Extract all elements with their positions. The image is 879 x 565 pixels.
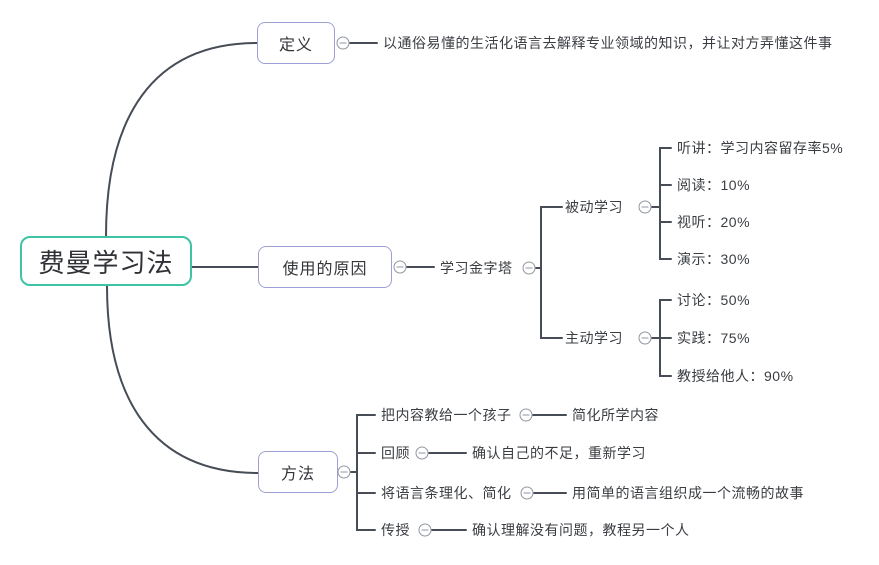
collapse-icon-step1[interactable] xyxy=(519,408,533,422)
bracket-fangfa xyxy=(356,414,376,531)
topic-yuedu[interactable]: 阅读：10% xyxy=(677,177,751,193)
shiyong-label: 使用的原因 xyxy=(282,261,368,278)
collapse-icon-jinzita[interactable] xyxy=(522,261,536,275)
topic-step3[interactable]: 将语言条理化、简化 xyxy=(381,485,512,501)
topic-beidong[interactable]: 被动学习 xyxy=(565,199,623,215)
dingyi-label: 定义 xyxy=(278,37,313,54)
collapse-icon-zhudong[interactable] xyxy=(638,331,652,345)
bracket-zhudong xyxy=(659,299,672,377)
curve-root-to-dingyi xyxy=(105,42,258,237)
collapse-icon-fangfa[interactable] xyxy=(337,465,351,479)
bracket-beidong xyxy=(659,147,672,260)
collapse-icon-step2[interactable] xyxy=(415,446,429,460)
topic-taolun[interactable]: 讨论：50% xyxy=(677,292,751,308)
topic-jiaoshou[interactable]: 教授给他人：90% xyxy=(677,368,794,384)
topic-step1[interactable]: 把内容教给一个孩子 xyxy=(381,407,512,423)
topic-shijian[interactable]: 实践：75% xyxy=(677,330,751,346)
node-dingyi[interactable]: 定义 xyxy=(257,22,335,64)
topic-dingyi-note[interactable]: 以通俗易懂的生活化语言去解释专业领域的知识，并让对方弄懂这件事 xyxy=(383,35,833,51)
bracket-jinzita xyxy=(540,206,563,339)
topic-step3-note[interactable]: 用简单的语言组织成一个流畅的故事 xyxy=(572,485,804,501)
collapse-icon-step4[interactable] xyxy=(418,523,432,537)
topic-zhudong[interactable]: 主动学习 xyxy=(565,330,623,346)
topic-step4-note[interactable]: 确认理解没有问题，教程另一个人 xyxy=(472,522,690,538)
topic-step4[interactable]: 传授 xyxy=(381,522,410,538)
fangfa-label: 方法 xyxy=(280,466,315,483)
collapse-icon-dingyi[interactable] xyxy=(336,36,350,50)
node-fangfa[interactable]: 方法 xyxy=(258,451,338,493)
collapse-icon-beidong[interactable] xyxy=(638,200,652,214)
topic-shiting[interactable]: 视听：20% xyxy=(677,214,751,230)
topic-step2[interactable]: 回顾 xyxy=(381,445,410,461)
collapse-icon-step3[interactable] xyxy=(520,486,534,500)
topic-step1-note[interactable]: 简化所学内容 xyxy=(572,407,659,423)
topic-yanshi[interactable]: 演示：30% xyxy=(677,251,751,267)
node-root[interactable]: 费曼学习法 xyxy=(20,236,192,286)
topic-step2-note[interactable]: 确认自己的不足，重新学习 xyxy=(472,445,646,461)
collapse-icon-shiyong[interactable] xyxy=(393,260,407,274)
root-label: 费曼学习法 xyxy=(38,247,174,278)
topic-jinzita[interactable]: 学习金字塔 xyxy=(440,260,513,276)
curve-root-to-fangfa xyxy=(106,285,259,474)
topic-tingjiang[interactable]: 听讲：学习内容留存率5% xyxy=(677,140,844,156)
node-shiyongdeyuanyin[interactable]: 使用的原因 xyxy=(258,246,392,288)
